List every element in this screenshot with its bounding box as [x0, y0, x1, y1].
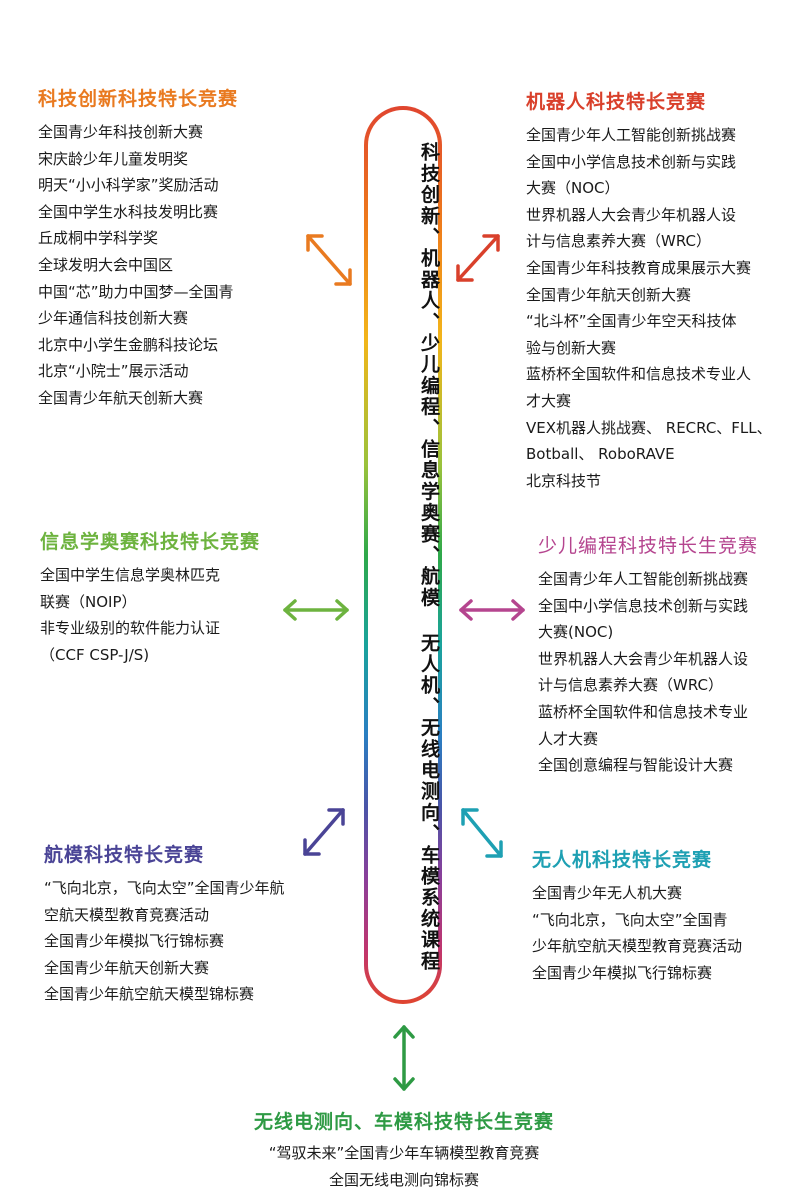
competition-item: “飞向北京，飞向太空”全国青少年航 — [44, 879, 285, 897]
competition-item: “飞向北京，飞向太空”全国青 — [532, 910, 728, 929]
competition-item: 北京中小学生金鹏科技论坛 — [38, 335, 219, 354]
competition-item: 中国“芯”助力中国梦—全国青 — [38, 282, 234, 301]
section-title: 无人机科技特长竞赛 — [532, 849, 713, 871]
section-robot: 机器人科技特长竞赛 全国青少年人工智能创新挑战赛全国中小学信息技术创新与实践大赛… — [526, 87, 772, 494]
competition-item: 全国青少年模拟飞行锦标赛 — [532, 963, 713, 982]
double-arrow-icon — [393, 1025, 415, 1091]
double-arrow-icon — [461, 808, 503, 858]
competition-item: 全国中小学信息技术创新与实践 — [526, 152, 737, 171]
competition-item: 计与信息素养大赛（WRC） — [538, 676, 723, 695]
competition-item: 全国中小学信息技术创新与实践 — [538, 596, 749, 615]
section-coding: 少儿编程科技特长生竞赛 全国青少年人工智能创新挑战赛全国中小学信息技术创新与实践… — [538, 531, 758, 779]
competition-item: 全国青少年航空航天模型锦标赛 — [44, 985, 255, 1004]
competition-item: 计与信息素养大赛（WRC） — [526, 232, 711, 251]
double-arrow-icon — [456, 234, 500, 282]
competition-item: “北斗杯”全国青少年空天科技体 — [526, 312, 737, 331]
section-title: 无线电测向、车模科技特长生竞赛 — [253, 1111, 554, 1133]
competition-list: 全国青少年无人机大赛 “飞向北京，飞向太空”全国青少年航空航天模型教育竞赛活动全国… — [532, 880, 742, 986]
double-arrow-icon — [306, 234, 352, 286]
competition-item: VEX机器人挑战赛、 RECRC、FLL、 — [526, 418, 772, 437]
center-capsule: 科技创新、机器人、少儿编程、信息学奥赛、航模 无人机、无线电测向、车模系统课程 — [364, 106, 442, 1004]
competition-item: 大赛（NOC） — [526, 179, 620, 198]
competition-list: 全国青少年人工智能创新挑战赛全国中小学信息技术创新与实践大赛（NOC） 世界机器人… — [526, 122, 772, 494]
competition-item: 少年航空航天模型教育竞赛活动 — [532, 937, 743, 956]
competition-item: 明天“小小科学家”奖励活动 — [38, 176, 219, 195]
double-arrow-icon — [459, 599, 525, 621]
competition-list: “驾驭未来”全国青少年车辆模型教育竞赛全国无线电测向锦标赛 — [0, 1140, 808, 1193]
competition-item: 蓝桥杯全国软件和信息技术专业人 — [526, 365, 752, 384]
competition-item: 大赛(NOC) — [538, 623, 614, 642]
competition-list: 全国中学生信息学奥林匹克联赛（NOIP） 非专业级别的软件能力认证 （CCF CSP… — [40, 562, 260, 668]
competition-item: 蓝桥杯全国软件和信息技术专业 — [538, 702, 749, 721]
competition-item: 才大赛 — [526, 391, 572, 410]
competition-item: “驾驭未来”全国青少年车辆模型教育竞赛 — [268, 1144, 540, 1162]
competition-list: 全国青少年人工智能创新挑战赛全国中小学信息技术创新与实践大赛(NOC) 世界机器人… — [538, 566, 758, 779]
competition-item: 全国青少年航天创新大赛 — [526, 285, 692, 304]
competition-item: 联赛（NOIP） — [40, 592, 137, 611]
section-olympiad: 信息学奥赛科技特长竞赛 全国中学生信息学奥林匹克联赛（NOIP） 非专业级别的软件… — [40, 527, 260, 668]
center-course-title: 科技创新、机器人、少儿编程、信息学奥赛、航模 无人机、无线电测向、车模系统课程 — [418, 142, 440, 972]
competition-item: 宋庆龄少年儿童发明奖 — [38, 149, 189, 168]
competition-item: 少年通信科技创新大赛 — [38, 309, 189, 328]
competition-item: 北京科技节 — [526, 471, 602, 490]
competition-item: 验与创新大赛 — [526, 338, 617, 357]
competition-item: 全国青少年科技创新大赛 — [38, 123, 204, 141]
competition-item: 全球发明大会中国区 — [38, 255, 174, 274]
section-title: 少儿编程科技特长生竞赛 — [538, 535, 759, 557]
competition-item: 世界机器人大会青少年机器人设 — [526, 205, 737, 224]
section-title: 信息学奥赛科技特长竞赛 — [40, 531, 261, 553]
competition-item: 全国青少年人工智能创新挑战赛 — [526, 126, 737, 144]
section-aeromodel: 航模科技特长竞赛 “飞向北京，飞向太空”全国青少年航空航天模型教育竞赛活动全国青… — [44, 840, 285, 1008]
competition-item: 全国青少年航天创新大赛 — [44, 958, 210, 977]
competition-item: （CCF CSP-J/S) — [40, 645, 150, 664]
section-radio-car: 无线电测向、车模科技特长生竞赛 “驾驭未来”全国青少年车辆模型教育竞赛全国无线电… — [0, 1107, 808, 1193]
competition-item: 非专业级别的软件能力认证 — [40, 619, 221, 638]
section-title: 航模科技特长竞赛 — [44, 844, 205, 866]
competition-item: 全国中学生水科技发明比赛 — [38, 202, 219, 221]
competition-item: 全国创意编程与智能设计大赛 — [538, 756, 734, 775]
double-arrow-icon — [283, 599, 349, 621]
section-title: 科技创新科技特长竞赛 — [38, 88, 239, 110]
competition-item: Botball、 RoboRAVE — [526, 445, 675, 464]
competition-item: 丘成桐中学科学奖 — [38, 229, 159, 248]
section-title: 机器人科技特长竞赛 — [526, 91, 707, 113]
competition-item: 世界机器人大会青少年机器人设 — [538, 649, 749, 668]
competition-item: 全国青少年航天创新大赛 — [38, 388, 204, 407]
competition-item: 人才大赛 — [538, 729, 599, 748]
competition-item: 全国青少年人工智能创新挑战赛 — [538, 570, 749, 588]
competition-item: 北京“小院士”展示活动 — [38, 362, 189, 381]
competition-list: “飞向北京，飞向太空”全国青少年航空航天模型教育竞赛活动全国青少年模拟飞行锦标赛… — [44, 875, 285, 1008]
competition-item: 空航天模型教育竞赛活动 — [44, 905, 210, 924]
competition-item: 全国中学生信息学奥林匹克 — [40, 566, 221, 584]
competition-item: 全国无线电测向锦标赛 — [328, 1170, 479, 1189]
competition-list: 全国青少年科技创新大赛宋庆龄少年儿童发明奖明天“小小科学家”奖励活动全国中学生水… — [38, 119, 238, 412]
competition-item: 全国青少年科技教育成果展示大赛 — [526, 258, 752, 277]
section-drone: 无人机科技特长竞赛 全国青少年无人机大赛 “飞向北京，飞向太空”全国青少年航空航天… — [532, 845, 742, 986]
double-arrow-icon — [303, 808, 345, 856]
competition-item: 全国青少年无人机大赛 — [532, 884, 683, 902]
section-tech-innovation: 科技创新科技特长竞赛 全国青少年科技创新大赛宋庆龄少年儿童发明奖明天“小小科学家… — [38, 84, 238, 412]
competition-item: 全国青少年模拟飞行锦标赛 — [44, 932, 225, 951]
